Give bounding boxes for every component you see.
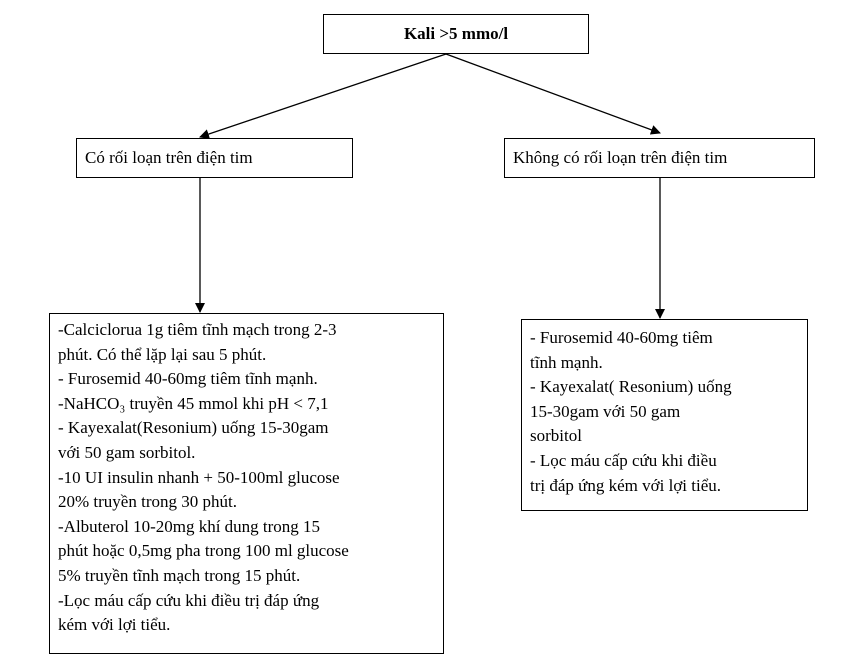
treatment-line: - Furosemid 40-60mg tiêm tĩnh mạnh. [58, 369, 318, 389]
treatment-line: 20% truyền trong 30 phút. [58, 492, 237, 512]
treatment-line: với 50 gam sorbitol. [58, 442, 196, 462]
treatment-line: - Furosemid 40-60mg tiêm [530, 328, 713, 347]
treatment-line: sorbitol [530, 426, 582, 446]
root-node: Kali >5 mmo/l [323, 14, 589, 54]
treatment-line: tĩnh mạnh. [530, 352, 603, 372]
treatment-line: phút. Có thể lặp lại sau 5 phút. [58, 344, 267, 364]
treatment-line: -Lọc máu cấp cứu khi điều trị đáp ứng [58, 590, 320, 610]
treatment-line: kém với lợi tiểu. [58, 615, 171, 635]
treatment-line: -10 UI insulin nhanh + 50-100ml glucose [58, 467, 340, 487]
root-label: Kali >5 mmo/l [403, 24, 509, 43]
left-branch-label: Có rối loạn trên điện tim [85, 148, 253, 167]
treatment-line: -Albuterol 10-20mg khí dung trong 15 [58, 516, 321, 536]
treatment-line: -Calciclorua 1g tiêm tĩnh mạch trong 2-3 [58, 320, 337, 339]
treatment-line: - Kayexalat( Resonium) uống [530, 377, 732, 397]
treatment-line: phút hoặc 0,5mg pha trong 100 ml glucose [58, 541, 349, 561]
arrow-root-to-left [199, 53, 447, 139]
left-treatment-box: -Calciclorua 1g tiêm tĩnh mạch trong 2-3… [49, 313, 444, 654]
right-branch-label: Không có rối loạn trên điện tim [513, 148, 728, 167]
treatment-line: -NaHCO₃ truyền 45 mmol khi pH < 7,1 [58, 393, 329, 413]
arrow-root-to-right [445, 53, 661, 135]
treatment-line: - Kayexalat(Resonium) uống 15-30gam [58, 418, 329, 438]
right-treatment-box: - Furosemid 40-60mg tiêm tĩnh mạnh. - Ka… [521, 319, 808, 511]
treatment-line: trị đáp ứng kém với lợi tiểu. [530, 475, 722, 495]
treatment-line: 5% truyền tĩnh mạch trong 15 phút. [58, 565, 301, 585]
left-branch-node: Có rối loạn trên điện tim [76, 138, 353, 178]
right-branch-node: Không có rối loạn trên điện tim [504, 138, 815, 178]
treatment-line: - Lọc máu cấp cứu khi điều [530, 450, 717, 470]
treatment-line: 15-30gam với 50 gam [530, 401, 681, 421]
